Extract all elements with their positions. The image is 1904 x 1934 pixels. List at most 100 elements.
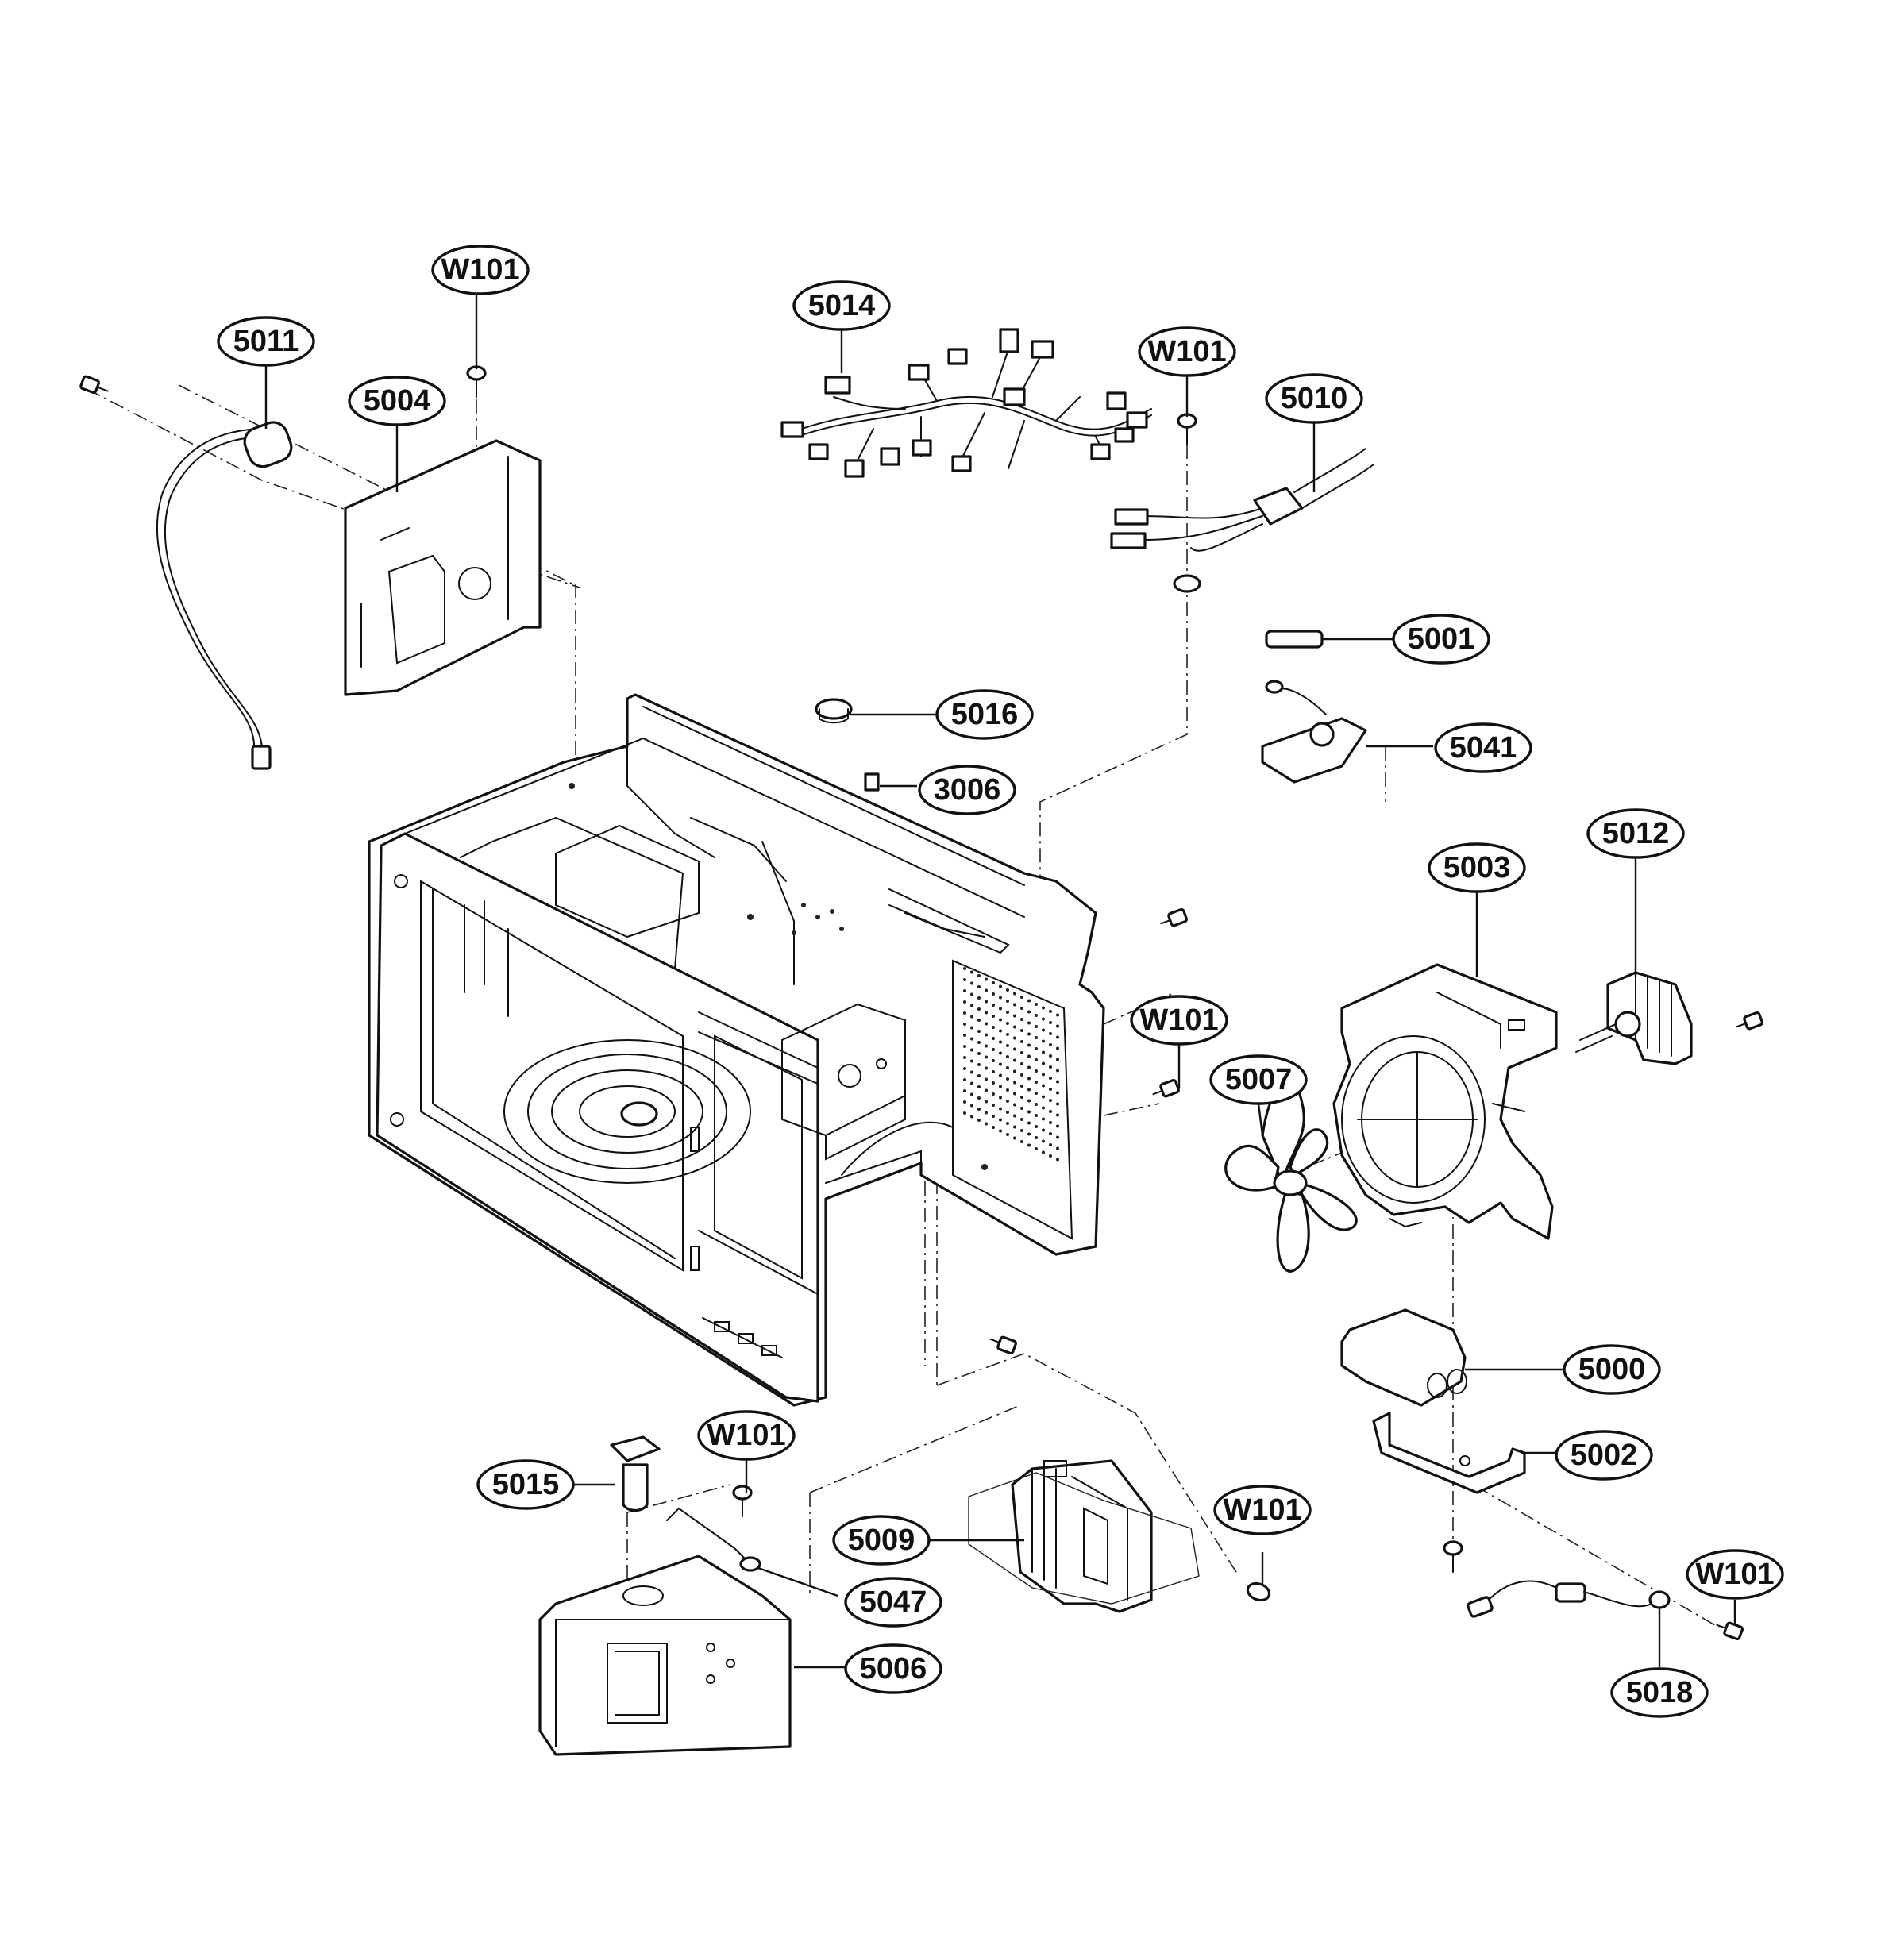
callout-text: 5012 [1602,817,1670,850]
vent-hole [1006,1066,1009,1069]
callout-text: W101 [707,1419,785,1452]
vent-hole [1049,1110,1052,1113]
vent-hole [1013,1081,1016,1085]
part-5010-cord-assembly [1110,448,1374,593]
vent-hole [1027,1088,1031,1092]
callout-w101-right[interactable]: W101 [1686,1549,1784,1600]
callout-text: 5015 [492,1468,560,1501]
vent-hole [1056,1091,1059,1095]
vent-hole [1035,1125,1038,1128]
vent-hole [1020,1140,1023,1143]
vent-hole [1020,1107,1023,1110]
vent-hole [970,981,973,985]
vent-hole [985,1011,988,1015]
vent-hole [1013,1047,1016,1051]
vent-hole [1056,1046,1059,1050]
callout-text: 5006 [860,1652,927,1686]
vent-hole [999,1040,1002,1044]
part-5016-thermostat [815,698,853,724]
screw-icon [732,1485,753,1517]
vent-hole [999,1051,1002,1055]
vent-hole [963,978,966,981]
callout-text: 5011 [233,325,299,358]
callout-w101-top[interactable]: W101 [431,245,530,295]
callout-5015[interactable]: 5015 [476,1459,575,1510]
callout-w101-mid[interactable]: W101 [1138,326,1236,377]
vent-hole [1027,999,1031,1003]
callout-5014[interactable]: 5014 [792,280,891,331]
vent-hole [1056,1146,1059,1150]
vent-hole [963,1034,966,1037]
callout-text: 5004 [364,384,431,418]
vent-hole [977,1085,981,1088]
callout-5003[interactable]: 5003 [1428,842,1526,893]
screw-icon [1177,413,1197,445]
vent-hole [1035,1136,1038,1139]
vent-hole [1056,1035,1059,1039]
callout-5011[interactable]: 5011 [217,316,315,367]
part-5004-cover-plate [344,439,542,696]
callout-5001[interactable]: 5001 [1392,614,1490,665]
callout-5004[interactable]: 5004 [348,376,446,426]
vent-hole [1006,1044,1009,1047]
vent-hole [1020,1040,1023,1043]
callout-5018[interactable]: 5018 [1610,1667,1709,1718]
vent-hole [1027,1121,1031,1125]
callout-w101-cavity[interactable]: W101 [1130,995,1228,1046]
vent-hole [1049,1032,1052,1035]
callout-5012[interactable]: 5012 [1586,808,1685,859]
vent-hole [1049,1088,1052,1091]
vent-hole [999,1073,1002,1077]
part-5007-fan-blade [1224,1080,1358,1273]
screw-icon [1152,1078,1181,1098]
vent-hole [1042,1039,1045,1043]
vent-hole [1013,1036,1016,1040]
vent-hole [992,1070,995,1073]
vent-hole [999,1029,1002,1033]
callout-w101-transformer[interactable]: W101 [1213,1485,1312,1535]
callout-5016[interactable]: 5016 [935,689,1034,740]
vent-hole [1006,1000,1009,1003]
vent-hole [1020,1007,1023,1010]
vent-hole [1020,1029,1023,1032]
vent-hole [1049,1099,1052,1102]
vent-hole [992,1081,995,1085]
vent-hole [963,1078,966,1081]
vent-hole [1006,1011,1009,1014]
vent-hole [977,1052,981,1055]
callout-5002[interactable]: 5002 [1555,1430,1653,1481]
callout-5000[interactable]: 5000 [1563,1344,1661,1395]
vent-hole [1013,1125,1016,1129]
vent-hole [1042,1050,1045,1054]
callout-5041[interactable]: 5041 [1434,722,1532,773]
vent-hole [1020,1051,1023,1054]
callout-5047[interactable]: 5047 [844,1577,942,1628]
vent-hole [999,1096,1002,1100]
part-5012-fan-motor [1575,971,1693,1065]
vent-hole [1006,1022,1009,1025]
vent-hole [970,1048,973,1052]
vent-hole [977,1063,981,1066]
vent-hole [999,1062,1002,1066]
vent-hole [1035,1025,1038,1028]
callout-5007[interactable]: 5007 [1209,1054,1308,1105]
vent-hole [970,1092,973,1096]
vent-hole [1013,1014,1016,1018]
callout-3006[interactable]: 3006 [918,765,1016,815]
vent-hole [977,1096,981,1100]
part-5000-capacitor [1340,1308,1467,1407]
callout-5009[interactable]: 5009 [832,1515,931,1566]
vent-hole [999,1118,1002,1122]
vent-hole [1013,1003,1016,1007]
vent-hole [999,1018,1002,1022]
leader-lines [264,295,1736,1669]
vent-hole [1006,1088,1009,1092]
callout-5010[interactable]: 5010 [1265,373,1363,424]
vent-hole [1006,1055,1009,1058]
callout-5006[interactable]: 5006 [844,1643,942,1694]
callout-text: W101 [1139,1004,1218,1037]
screw-icon [1246,1581,1271,1602]
callout-text: 5016 [951,698,1019,731]
callout-w101-bottom[interactable]: W101 [697,1410,796,1461]
vent-hole [1020,1073,1023,1077]
